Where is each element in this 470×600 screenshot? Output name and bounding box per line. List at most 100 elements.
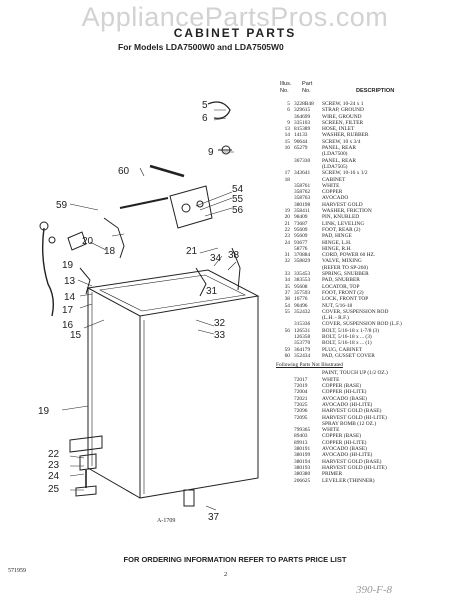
- part-part: 364699: [294, 113, 311, 120]
- part-part: 352434: [294, 352, 311, 359]
- callout-18: 18: [104, 246, 116, 257]
- part-illus: 33: [284, 271, 290, 278]
- callout-54: 54: [232, 184, 244, 195]
- part-description: HOSE, INLET: [322, 126, 355, 133]
- part-part: 95609: [294, 226, 308, 233]
- part-part: 90496: [294, 302, 308, 309]
- page-number: 2: [224, 571, 228, 578]
- not-illustrated-description: PRIMER: [322, 471, 343, 478]
- part-description: LINK, LEVELING: [322, 220, 365, 227]
- part-description: PANEL, REAR: [322, 145, 356, 152]
- part-part: 95608: [294, 283, 308, 290]
- not-illustrated-row: 380194 HARVEST GOLD (BASE): [276, 459, 466, 465]
- part-part: 353770: [294, 340, 311, 347]
- part-description: HARVEST GOLD: [322, 201, 363, 208]
- callout-24: 24: [48, 471, 60, 482]
- part-description: AVOCADO: [322, 195, 349, 202]
- callout-14: 14: [64, 292, 76, 303]
- part-part: 335103: [294, 119, 311, 126]
- not-illustrated-heading: Following Parts Not Illustrated: [276, 362, 343, 369]
- part-illus: 13: [284, 126, 290, 133]
- part-description: SCREW, 10 x 3/4: [322, 138, 361, 145]
- not-illustrated-illus: [276, 478, 294, 484]
- part-description: (LDA7505): [322, 163, 348, 170]
- callout-59: 59: [56, 200, 68, 211]
- part-description: LOCK, FRONT TOP: [322, 296, 369, 303]
- callout-13: 13: [64, 276, 76, 287]
- inlet-hose: [41, 227, 55, 317]
- not-illustrated-description: COPPER (BASE): [322, 383, 362, 390]
- callout-56: 56: [232, 205, 244, 216]
- part-illus: 9: [287, 119, 290, 126]
- part-illus: 56: [284, 327, 290, 334]
- part-description: SPRING, SNUBBER: [322, 271, 369, 278]
- not-illustrated-part: 72095: [294, 414, 308, 421]
- part-description: NUT, 5/16-18: [322, 302, 353, 309]
- not-illustrated-part: 380194: [294, 458, 311, 465]
- not-illustrated-part: 72004: [294, 389, 308, 396]
- part-description: WASHER, FRICTION: [322, 208, 372, 215]
- part-part: 16776: [294, 296, 308, 303]
- part-illus: 23: [284, 233, 290, 240]
- part-illus: 18: [284, 176, 290, 183]
- not-illustrated-description: AVOCADO (HI-LITE): [322, 401, 373, 408]
- part-illus: 20: [284, 214, 290, 221]
- part-description: CABINET: [322, 176, 346, 183]
- part-illus: 16: [284, 145, 290, 152]
- part-description: SCREW, 10-24 x 1: [322, 101, 364, 107]
- callout-5: 5: [202, 100, 208, 111]
- part-description: BOLT, 5/16-18 x ... (3): [322, 333, 372, 340]
- not-illustrated-description: WHITE: [322, 427, 340, 434]
- document-code: 571959: [8, 568, 26, 574]
- callout-15: 15: [70, 330, 82, 341]
- part-part: 364179: [294, 346, 311, 353]
- callout-19: 19: [62, 260, 74, 271]
- callout-37: 37: [208, 512, 220, 523]
- part-part: 343641: [294, 170, 311, 177]
- part-part: 358763: [294, 195, 311, 202]
- part-part: 65279: [294, 145, 308, 152]
- not-illustrated-description: HARVEST GOLD (BASE): [322, 458, 382, 465]
- callout-38: 38: [228, 250, 240, 261]
- part-description: BOLT, 5/16-18 x 1-7/8 (3): [322, 327, 380, 334]
- part-part: 815389: [294, 126, 311, 133]
- not-illustrated-part: 206625: [294, 477, 311, 484]
- part-illus: 22: [284, 226, 290, 233]
- part-illus: 35: [284, 283, 290, 290]
- not-illustrated-row: PAINT, TOUCH UP (1/2 OZ.): [276, 370, 466, 376]
- not-illustrated-description: AVOCADO (HI-LITE): [322, 452, 373, 459]
- part-description: FOOT, FRONT (2): [322, 289, 364, 296]
- not-illustrated-description: AVOCADO (BASE): [322, 446, 367, 453]
- callout-19b: 19: [38, 406, 50, 417]
- part-description: PAD, HINGE: [322, 233, 352, 240]
- part-illus: 54: [284, 302, 290, 309]
- part-description: (LDA7500): [322, 151, 348, 158]
- part-description: PAD, SNUBBER: [322, 277, 360, 284]
- callout-20: 20: [82, 236, 94, 247]
- not-illustrated-part: 72017: [294, 376, 308, 383]
- callout-6: 6: [202, 113, 208, 124]
- not-illustrated-description: HARVEST GOLD (HI-LITE): [322, 464, 387, 471]
- not-illustrated-description: AVOCADO (BASE): [322, 395, 367, 402]
- callout-60: 60: [118, 166, 130, 177]
